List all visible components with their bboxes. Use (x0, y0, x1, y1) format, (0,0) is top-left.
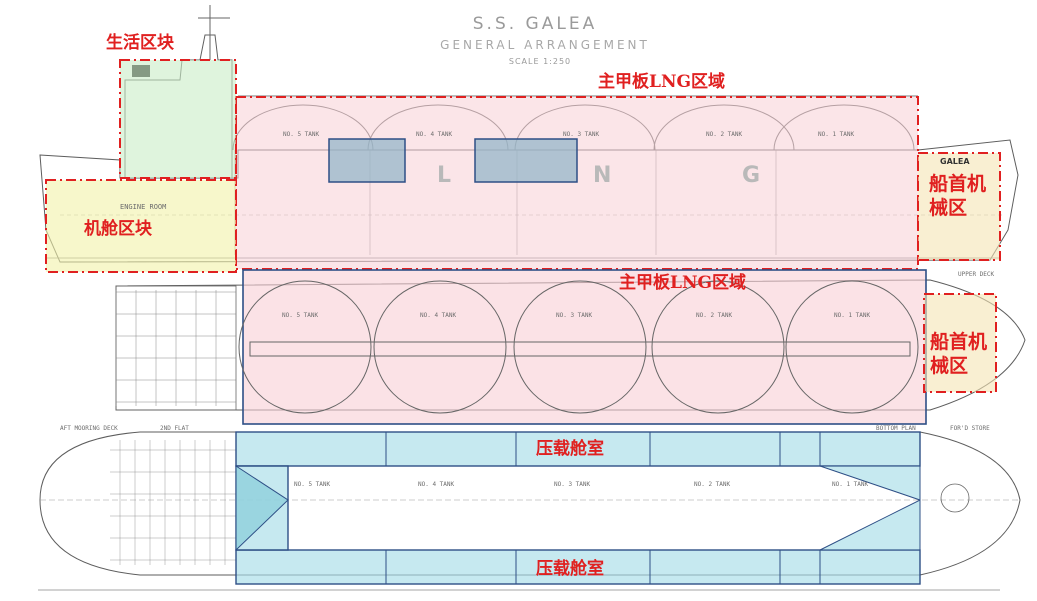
ballast-tank-dividers (385, 432, 821, 584)
bottom-tank-4: NO. 4 TANK (418, 481, 455, 488)
label-ballast-bottom: 压载舱室 (536, 559, 604, 579)
plan-tank-3: NO. 3 TANK (556, 312, 593, 319)
plan-view (115, 279, 1026, 411)
bottom-tank-5: NO. 5 TANK (294, 481, 331, 488)
cargo-compressor-box-aft (328, 138, 406, 183)
label-living-block: 生活区块 (106, 33, 174, 53)
zone-bow-machinery-mid (923, 293, 997, 393)
aft-mooring-deck-label: AFT MOORING DECK (60, 425, 118, 432)
plan-tank-circle (785, 280, 919, 414)
fore-store-label: FOR'D STORE (950, 425, 990, 432)
label-main-deck-lng-mid: 主甲板LNG区域 (619, 273, 747, 293)
drawing-scale: SCALE 1:250 (508, 57, 572, 66)
plan-tank-1: NO. 1 TANK (834, 312, 871, 319)
plan-tank-circle (651, 280, 785, 414)
plan-tank-5: NO. 5 TANK (282, 312, 319, 319)
hull-letter-n: N (593, 163, 612, 188)
label-ballast-top: 压载舱室 (536, 439, 604, 459)
elev-tank-3: NO. 3 TANK (563, 131, 600, 138)
bottom-plan-view (39, 431, 1021, 576)
drawing-title: GENERAL ARRANGEMENT (440, 38, 650, 52)
plan-tank-4: NO. 4 TANK (420, 312, 457, 319)
ballast-fore-wedge-top (819, 465, 921, 501)
plan-tank-circle (513, 280, 647, 414)
hull-letter-g: G (742, 163, 761, 188)
zone-living-block (119, 59, 237, 179)
engine-room-grid (110, 440, 236, 565)
label-main-deck-lng-top: 主甲板LNG区域 (598, 72, 726, 92)
plan-tank-circle (238, 280, 372, 414)
upper-deck-label: UPPER DECK (958, 271, 995, 278)
elev-tank-4: NO. 4 TANK (416, 131, 453, 138)
second-flat-label: 2ND FLAT (160, 425, 189, 432)
plan-hull-outline (115, 279, 1026, 411)
plan-tank-circles (238, 280, 919, 414)
bottom-tank-2: NO. 2 TANK (694, 481, 731, 488)
zone-bow-machinery-top (917, 152, 1001, 261)
plan-cargo-piping (249, 341, 911, 357)
zone-main-deck-lng-mid (242, 269, 927, 425)
elev-tank-1: NO. 1 TANK (818, 131, 855, 138)
plan-accommodation-grid (115, 290, 236, 406)
ballast-fore-wedge-bottom (819, 499, 921, 551)
plan-tank-circle (373, 280, 507, 414)
zone-main-deck-lng-top (235, 96, 919, 270)
label-bow-machinery-top: 船首机 械区 (929, 173, 987, 219)
cargo-compressor-box-mid (474, 138, 578, 183)
engine-room-text: ENGINE ROOM (120, 203, 167, 211)
ship-name-title: S.S. GALEA (472, 14, 598, 34)
zone-engine-block (45, 179, 237, 273)
zone-ballast-bottom (235, 549, 921, 585)
zone-ballast-top (235, 431, 921, 467)
bottom-plan-label: BOTTOM PLAN (876, 425, 916, 432)
label-engine-block: 机舱区块 (84, 219, 152, 239)
plan-tank-2: NO. 2 TANK (696, 312, 733, 319)
ballast-aft-wedge (235, 465, 289, 552)
galea-bow-text: GALEA (940, 157, 970, 166)
bottom-tank-3: NO. 3 TANK (554, 481, 591, 488)
elev-tank-5: NO. 5 TANK (283, 131, 320, 138)
bow-thruster-circle (940, 483, 970, 513)
elev-tank-2: NO. 2 TANK (706, 131, 743, 138)
bottom-hull-outline (39, 431, 1021, 576)
hull-letter-l: L (437, 163, 452, 188)
label-bow-machinery-mid: 船首机 械区 (930, 331, 988, 377)
bottom-tank-1: NO. 1 TANK (832, 481, 869, 488)
